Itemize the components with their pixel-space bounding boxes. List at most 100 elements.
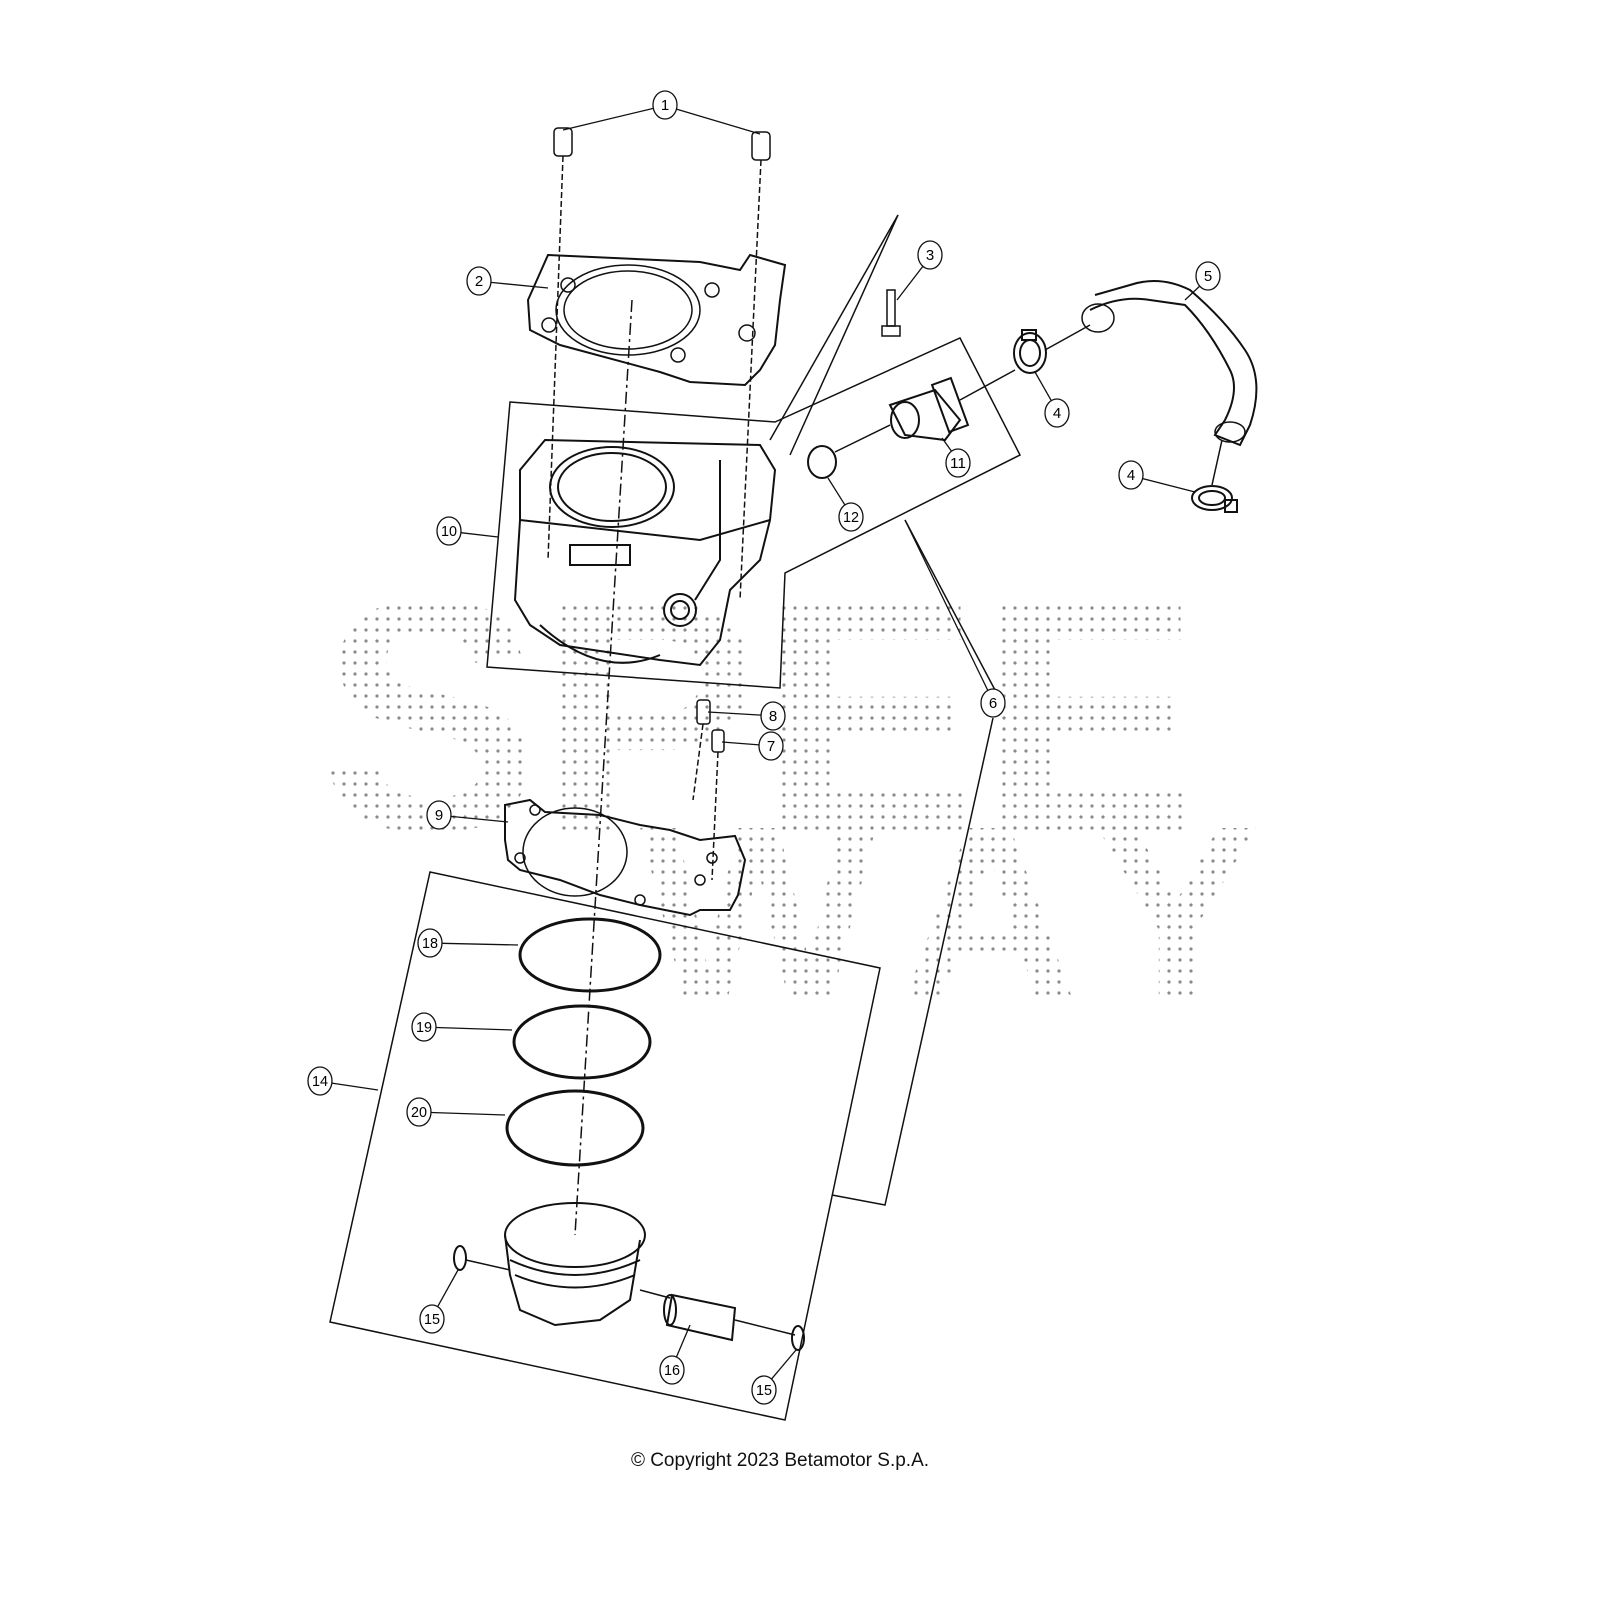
callout-18: 18 xyxy=(417,928,519,958)
circlip-left xyxy=(453,1245,467,1271)
leader-line xyxy=(675,1324,691,1358)
bolt xyxy=(886,289,896,327)
callout-circle xyxy=(436,516,462,546)
callout-number: 15 xyxy=(756,1382,772,1399)
callout-number: 1 xyxy=(661,97,669,114)
callout-number: 12 xyxy=(843,509,859,526)
callout-12: 12 xyxy=(827,477,864,532)
leader-line xyxy=(896,265,924,301)
callout-circle xyxy=(652,90,678,120)
callout-15: 15 xyxy=(419,1269,459,1334)
callout-circle xyxy=(419,1304,445,1334)
callout-number: 20 xyxy=(411,1104,427,1121)
callout-number: 11 xyxy=(950,455,966,472)
callout-circle xyxy=(838,502,864,532)
leader-line xyxy=(1142,477,1196,493)
coolant-group-line xyxy=(904,519,996,691)
leader-line xyxy=(460,532,499,538)
callout-19: 19 xyxy=(411,1012,513,1042)
coolant-fitting xyxy=(888,376,970,442)
callout-2: 2 xyxy=(466,266,549,296)
hose-clamp-lower xyxy=(1191,485,1238,513)
callout-1: 1 xyxy=(562,90,761,135)
piston-ring-19 xyxy=(512,1004,652,1080)
leader-line xyxy=(450,815,509,823)
dowel-pin-left xyxy=(553,127,573,157)
callout-number: 18 xyxy=(422,935,438,952)
leader-line xyxy=(441,942,519,946)
dowel-pin-right xyxy=(751,131,771,161)
leader-line xyxy=(1184,285,1201,301)
callout-number: 3 xyxy=(926,247,934,264)
circlip-right xyxy=(791,1325,805,1351)
callout-4: 4 xyxy=(1034,371,1070,428)
callout-number: 16 xyxy=(664,1362,680,1379)
copyright-text: © Copyright 2023 Betamotor S.p.A. xyxy=(630,1450,930,1471)
callout-14: 14 xyxy=(307,1066,379,1096)
callout-5: 5 xyxy=(1184,261,1221,301)
leader-line xyxy=(904,519,989,691)
callout-circle xyxy=(758,731,784,761)
callout-circle xyxy=(411,1012,437,1042)
o-ring xyxy=(807,445,837,479)
callout-number: 15 xyxy=(424,1311,440,1328)
leader-line xyxy=(562,107,654,131)
callout-10: 10 xyxy=(436,516,499,546)
leader-line xyxy=(676,108,761,135)
piston-ring-18 xyxy=(518,917,662,993)
callout-circle xyxy=(466,266,492,296)
callout-9: 9 xyxy=(426,800,509,830)
callout-number: 9 xyxy=(435,807,443,824)
callout-number: 6 xyxy=(989,695,997,712)
leader-line xyxy=(770,1349,797,1380)
callout-circle xyxy=(426,800,452,830)
leader-line xyxy=(941,437,953,452)
callout-4: 4 xyxy=(1118,460,1196,493)
hose-clamp-upper xyxy=(1013,329,1047,374)
leader-line xyxy=(707,711,762,716)
callout-number: 8 xyxy=(769,708,777,725)
piston-group-box xyxy=(329,871,881,1421)
callout-circle xyxy=(760,701,786,731)
callout-8: 8 xyxy=(707,701,786,731)
callout-3: 3 xyxy=(896,240,943,301)
leader-line xyxy=(1034,371,1052,401)
piston xyxy=(504,1202,646,1327)
leader-line xyxy=(435,1026,513,1031)
callout-circle xyxy=(659,1355,685,1385)
callout-circle xyxy=(1044,398,1070,428)
callout-number: 4 xyxy=(1127,467,1135,484)
callout-circle xyxy=(406,1097,432,1127)
callout-20: 20 xyxy=(406,1097,506,1127)
callout-15: 15 xyxy=(751,1349,797,1405)
callout-number: 14 xyxy=(312,1073,328,1090)
parts xyxy=(329,127,1258,1421)
callout-7: 7 xyxy=(721,731,784,761)
coolant-group-line-2 xyxy=(831,717,994,1206)
leader-line xyxy=(827,477,846,506)
leader-line xyxy=(721,741,760,746)
callout-number: 4 xyxy=(1053,405,1061,422)
head-gasket xyxy=(526,253,787,387)
leader-line xyxy=(490,281,549,289)
callout-circle xyxy=(307,1066,333,1096)
piston-ring-20 xyxy=(505,1089,645,1167)
callout-number: 10 xyxy=(441,523,457,540)
leader-line xyxy=(430,1111,506,1116)
piston-pin xyxy=(663,1293,737,1342)
callout-16: 16 xyxy=(659,1324,691,1385)
cylinder xyxy=(513,438,777,667)
callout-circle xyxy=(945,448,971,478)
callout-number: 5 xyxy=(1204,268,1212,285)
callout-number: 2 xyxy=(475,273,483,290)
leader-line xyxy=(331,1082,379,1091)
callout-6: 6 xyxy=(904,519,1006,718)
watermark: SPEE WAY xyxy=(320,531,1260,1053)
callout-circle xyxy=(917,240,943,270)
callout-circle xyxy=(417,928,443,958)
callout-number: 7 xyxy=(767,738,775,755)
callout-circle xyxy=(751,1375,777,1405)
callout-circle xyxy=(1195,261,1221,291)
